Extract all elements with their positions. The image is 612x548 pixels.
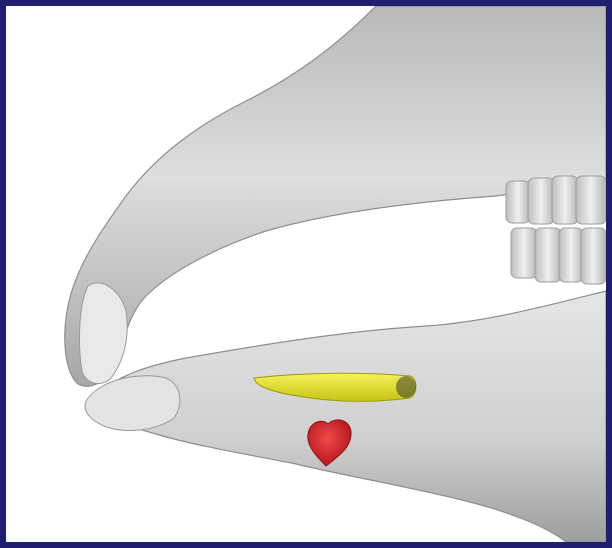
lower-molars xyxy=(511,228,606,284)
skull-rendering xyxy=(6,6,606,542)
upper-incisor xyxy=(80,283,128,384)
upper-molars xyxy=(506,176,606,224)
